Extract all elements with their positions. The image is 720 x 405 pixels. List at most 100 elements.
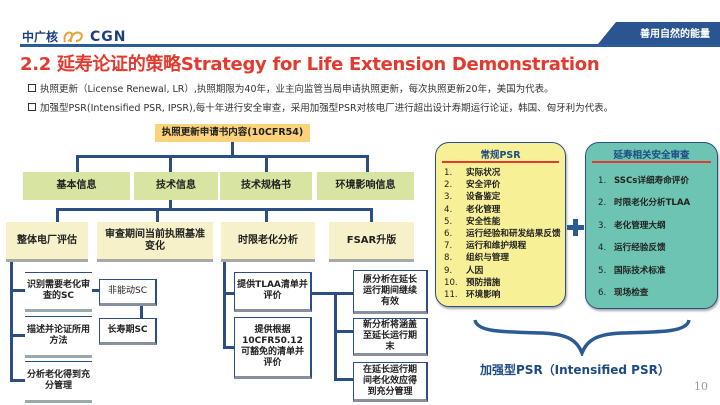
item-label: 老化管理大纲 [614, 220, 666, 231]
node-fsar: FSAR升版 [329, 222, 414, 262]
life-extension-review-panel: 延寿相关安全审查 1.SSCs详细寿命评价 2.时限老化分析TLAA 3.老化管… [585, 142, 718, 309]
cgn-logo: 中广核 CGN [22, 28, 127, 45]
list-item: 5.国际技术标准 [598, 260, 690, 282]
connector [169, 155, 172, 172]
connector [223, 346, 235, 349]
item-number: 6. [444, 229, 453, 240]
item-number: 1. [444, 168, 453, 178]
connector [10, 379, 25, 382]
node-exemption-list: 提供根据10CFR50.12可豁免的清单并评价 [234, 317, 312, 379]
page-number: 10 [694, 380, 708, 393]
item-label: 安全评价 [466, 180, 501, 191]
connector [76, 155, 79, 172]
node-new-analysis: 新分析将涵盖至延长运行期末 [353, 318, 428, 356]
list-item: 3. 老化管理大纲 [598, 215, 690, 237]
item-label: 人因 [466, 265, 484, 276]
connector [223, 262, 226, 348]
list-item: 2. 安全评价 [444, 179, 561, 191]
connector [265, 208, 268, 222]
connector [169, 200, 172, 210]
item-label: SSCs详细寿命评价 [614, 176, 689, 186]
item-label: 实际状况 [466, 168, 501, 178]
list-item: 5. 安全性能 [444, 216, 561, 228]
node-technical-info: 技术信息 [134, 172, 218, 200]
item-number: 10. [444, 277, 458, 288]
node-analysis-valid: 原分析在延长运行期间继续有效 [353, 270, 428, 314]
slogan-text: 善用自然的能量 [640, 29, 710, 40]
connector [10, 289, 25, 292]
list-item: 10. 预防措施 [444, 277, 561, 289]
connector [370, 208, 373, 222]
connector [156, 208, 159, 222]
item-label: 环境影响 [466, 290, 501, 301]
list-item: 2. 时限老化分析TLAA [598, 192, 690, 214]
connector [334, 330, 354, 333]
list-item: 1. 实际状况 [444, 167, 561, 179]
list-item: 6. 运行经验和研发结果反馈 [444, 228, 561, 240]
item-number: 5. [598, 265, 607, 276]
bullet-text: 执照更新（License Renewal, LR）,执照期限为40年，业主向监管… [40, 84, 554, 95]
list-item: 4. 老化管理 [444, 204, 561, 216]
bullet-text: 加强型PSR(Intensified PSR, IPSR),每十年进行安全审查，… [40, 103, 614, 114]
connector [334, 378, 354, 381]
intensified-psr-label: 加强型PSR（Intensified PSR） [480, 363, 670, 377]
item-number: 2. [444, 180, 453, 191]
slide-title: 2.2 延寿论证的策略Strategy for Life Extension D… [20, 54, 600, 75]
item-number: 7. [444, 241, 453, 252]
ltr-item-list: 1.SSCs详细寿命评价 2.时限老化分析TLAA 3.老化管理大纲 4.运行经… [598, 170, 690, 304]
node-basic-info: 基本信息 [23, 172, 130, 200]
connector [223, 292, 235, 295]
item-label: 老化管理 [466, 204, 501, 215]
item-label: 运行经验和研发结果反馈 [466, 229, 561, 240]
connector [92, 289, 100, 292]
item-number: 3. [444, 192, 453, 203]
list-item: 4. 运行经验反馈 [598, 237, 690, 259]
list-item: 9. 人因 [444, 265, 561, 277]
item-label: 运行经验反馈 [614, 243, 666, 254]
node-env-info: 环境影响信息 [317, 172, 414, 200]
checkbox-bullet-icon [28, 84, 36, 92]
item-label: 运行和维护规程 [466, 241, 527, 252]
item-number: 5. [444, 216, 453, 227]
panel-divider [442, 161, 559, 163]
item-label: 时限老化分析TLAA [614, 198, 691, 209]
item-label: 预防措施 [466, 277, 501, 288]
psr-item-list: 1. 实际状况 2. 安全评价 3. 设备鉴定 4. 老化管理 5. 安全性能 6. 运行经… [444, 167, 561, 301]
connector [76, 155, 369, 158]
plus-icon [567, 219, 584, 236]
item-number: 4. [598, 243, 607, 254]
list-item: 3. 设备鉴定 [444, 191, 561, 203]
item-number: 2. [598, 198, 607, 209]
item-number: 4. [444, 204, 453, 215]
node-identify-sc: 识别需要老化审查的SC [25, 272, 92, 312]
logo-en-text: CGN [90, 28, 127, 45]
bullet-license-renewal: 执照更新（License Renewal, LR）,执照期限为40年，业主向监管… [28, 81, 554, 95]
item-label: 设备鉴定 [466, 192, 501, 203]
node-plant-eval: 整体电厂评估 [6, 222, 88, 262]
node-describe-method: 描述并论证所用方法 [25, 316, 92, 358]
bullet-intensified-psr: 加强型PSR(Intensified PSR, IPSR),每十年进行安全审查，… [28, 100, 613, 114]
item-number: 9. [444, 265, 453, 276]
panel-divider [592, 161, 711, 163]
node-tlaa: 时限老化分析 [221, 222, 315, 262]
item-label: 组织与管理 [466, 253, 509, 264]
connector [56, 208, 373, 211]
node-clb-change: 审查期间当前执照基准变化 [97, 222, 213, 262]
list-item: 8. 组织与管理 [444, 252, 561, 264]
item-label: 安全性能 [466, 216, 501, 227]
connector [311, 292, 354, 295]
item-number: 3. [598, 220, 607, 231]
curly-brace-icon [473, 319, 691, 356]
root-node: 执照更新申请书内容(10CFR54) [155, 124, 310, 142]
item-number: 6. [598, 288, 607, 299]
connector [366, 155, 369, 172]
item-label: 现场检查 [614, 288, 649, 299]
connector [56, 208, 59, 222]
header-divider [20, 44, 720, 47]
item-number: 8. [444, 253, 453, 264]
connector [140, 305, 143, 319]
connector [10, 262, 13, 380]
conventional-psr-panel: 常规PSR 1.实际状况 2.安全评价 3.设备鉴定 4.老化管理 5.安全性能… [435, 142, 566, 307]
node-aging-effects-managed: 在延长运行期间老化效应得到充分管理 [353, 362, 428, 402]
cgn-logo-icon [63, 31, 83, 42]
